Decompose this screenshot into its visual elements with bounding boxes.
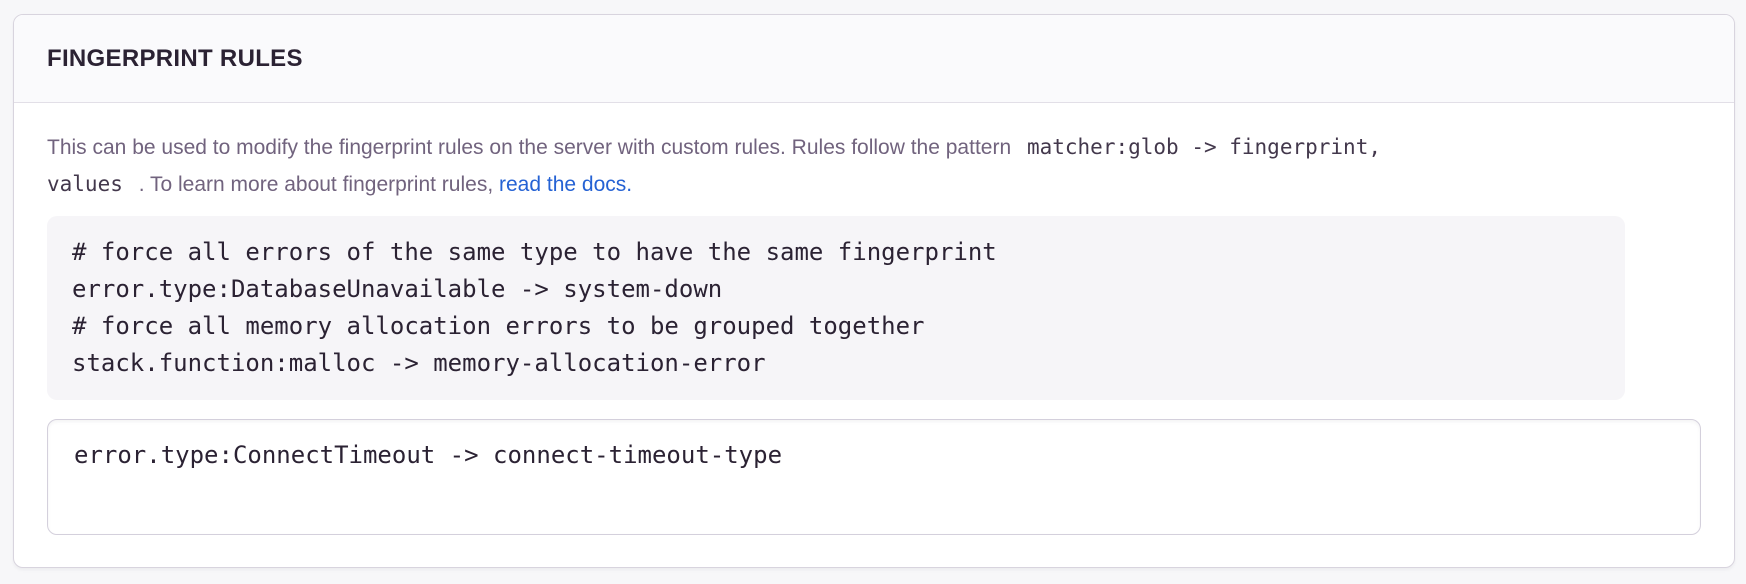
fingerprint-rules-panel: FINGERPRINT RULES This can be used to mo… [13,14,1735,568]
description-text-before-pattern: This can be used to modify the fingerpri… [47,136,1017,159]
read-the-docs-link[interactable]: read the docs. [499,173,633,196]
pattern-inline-code-start: matcher:glob -> fingerprint, [1026,135,1381,159]
fingerprint-rules-input[interactable]: error.type:ConnectTimeout -> connect-tim… [47,419,1701,535]
description-line-1: This can be used to modify the fingerpri… [47,129,1701,166]
panel-title: FINGERPRINT RULES [47,44,303,72]
example-code-block: # force all errors of the same type to h… [47,216,1625,400]
description-text-after-pattern: . To learn more about fingerprint rules, [132,173,499,196]
panel-header: FINGERPRINT RULES [14,15,1734,103]
description-line-2: values . To learn more about fingerprint… [47,166,1701,203]
field-description: This can be used to modify the fingerpri… [47,129,1701,203]
pattern-inline-code-end: values [47,172,123,196]
panel-body: This can be used to modify the fingerpri… [14,103,1734,569]
